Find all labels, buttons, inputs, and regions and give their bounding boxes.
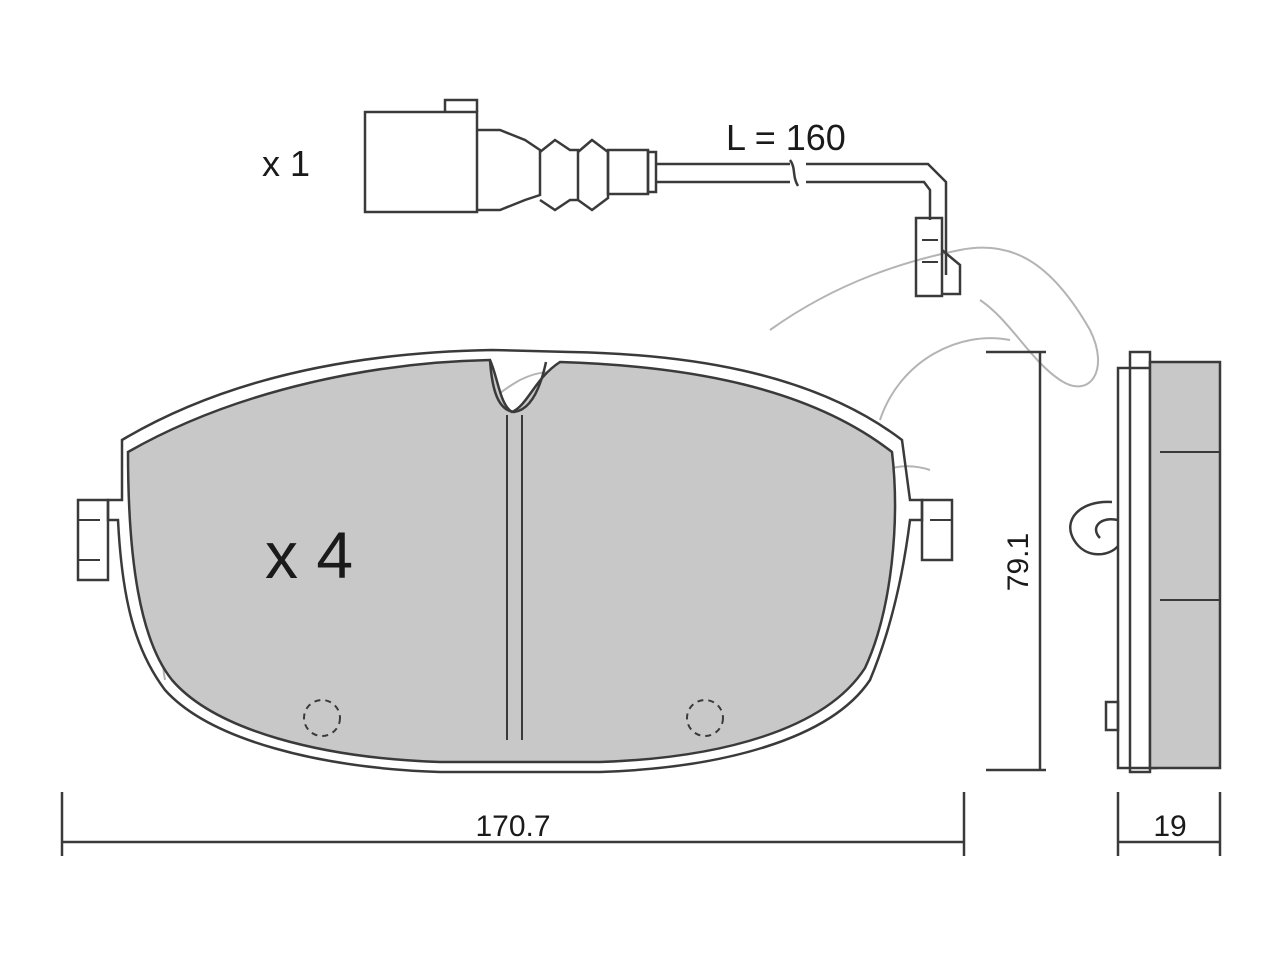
dimension-lines (60, 350, 1222, 856)
sensor-length-label: L = 160 (726, 117, 846, 158)
sensor-quantity-label: x 1 (262, 143, 310, 184)
pad-quantity-label: x 4 (265, 518, 353, 592)
width-dimension-label: 170.7 (475, 810, 550, 843)
thickness-dimension-label: 19 (1153, 810, 1186, 843)
height-dimension-label: 79.1 (1002, 533, 1035, 591)
wear-sensor (363, 98, 962, 298)
pad-front-view (76, 348, 954, 774)
pad-side-view (1069, 350, 1222, 774)
